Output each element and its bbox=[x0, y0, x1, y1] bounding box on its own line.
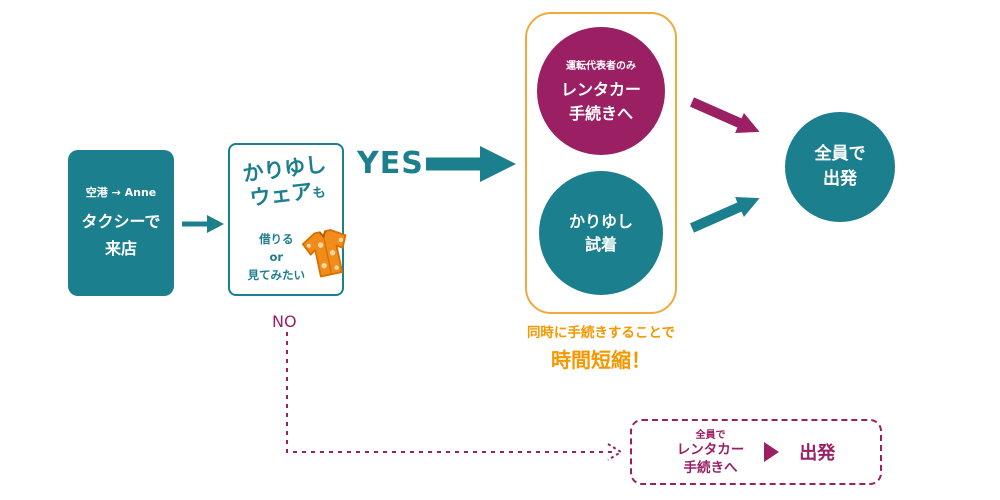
no-box-line2: 手続きへ bbox=[683, 460, 738, 476]
depart-line1: 全員で bbox=[814, 143, 866, 164]
decision-title-suffix: も bbox=[311, 185, 327, 202]
decision-option-or: or bbox=[269, 249, 284, 264]
fitting-title: かりゆし 試着 bbox=[569, 210, 633, 256]
decision-box: かりゆし ウェアも 借りる or 見てみたい bbox=[227, 143, 347, 296]
arrow-start-to-decision bbox=[182, 215, 224, 233]
decision-option-borrow: 借りる bbox=[259, 232, 294, 246]
rental-procedure-line1: レンタカー bbox=[560, 80, 641, 100]
yes-label: YES bbox=[357, 146, 424, 181]
dashed-no-path bbox=[286, 332, 623, 461]
start-box-line1: タクシーで bbox=[81, 212, 161, 232]
start-box-subtitle: 空港 → Anne bbox=[85, 186, 157, 200]
no-box-depart-label: 出発 bbox=[799, 443, 836, 464]
decision-title: かりゆし ウェアも bbox=[227, 150, 344, 213]
no-box-subtitle: 全員で bbox=[695, 430, 726, 442]
no-box-procedure-title: レンタカー 手続きへ bbox=[677, 442, 745, 477]
start-box-title: タクシーで 来店 bbox=[81, 209, 160, 262]
start-box-line2: 来店 bbox=[104, 238, 137, 258]
play-arrow-icon bbox=[764, 442, 780, 462]
parallel-group-box: 運転代表者のみ レンタカー 手続きへ かりゆし 試着 bbox=[525, 12, 677, 314]
decision-options: 借りる or 見てみたい bbox=[236, 231, 317, 284]
rental-procedure-line2: 手続きへ bbox=[568, 103, 633, 123]
fitting-circle: かりゆし 試着 bbox=[539, 171, 663, 295]
arrow-procedure-to-depart bbox=[689, 97, 760, 134]
no-box-line1: レンタカー bbox=[676, 442, 745, 459]
time-save-caption: 同時に手続きすることで bbox=[526, 325, 676, 341]
rental-procedure-subtitle: 運転代表者のみ bbox=[566, 61, 636, 73]
arrow-fitting-to-depart bbox=[689, 196, 760, 233]
arrow-yes-to-parallel bbox=[426, 146, 516, 182]
fitting-line2: 試着 bbox=[584, 235, 617, 254]
time-save-highlight: 時間短縮！ bbox=[551, 348, 651, 372]
no-box-procedure: 全員で レンタカー 手続きへ bbox=[677, 426, 745, 477]
fitting-line1: かりゆし bbox=[568, 211, 633, 231]
start-box: 空港 → Anne タクシーで 来店 bbox=[68, 150, 174, 296]
rental-procedure-circle: 運転代表者のみ レンタカー 手続きへ bbox=[537, 27, 665, 155]
no-path-box: 全員で レンタカー 手続きへ 出発 bbox=[630, 419, 882, 485]
depart-circle: 全員で 出発 bbox=[785, 112, 895, 222]
rental-procedure-title: レンタカー 手続きへ bbox=[561, 78, 641, 124]
aloha-shirt-icon bbox=[301, 229, 347, 278]
no-label: NO bbox=[272, 312, 297, 331]
decision-option-see: 見てみたい bbox=[247, 267, 306, 282]
depart-line2: 出発 bbox=[823, 169, 857, 189]
